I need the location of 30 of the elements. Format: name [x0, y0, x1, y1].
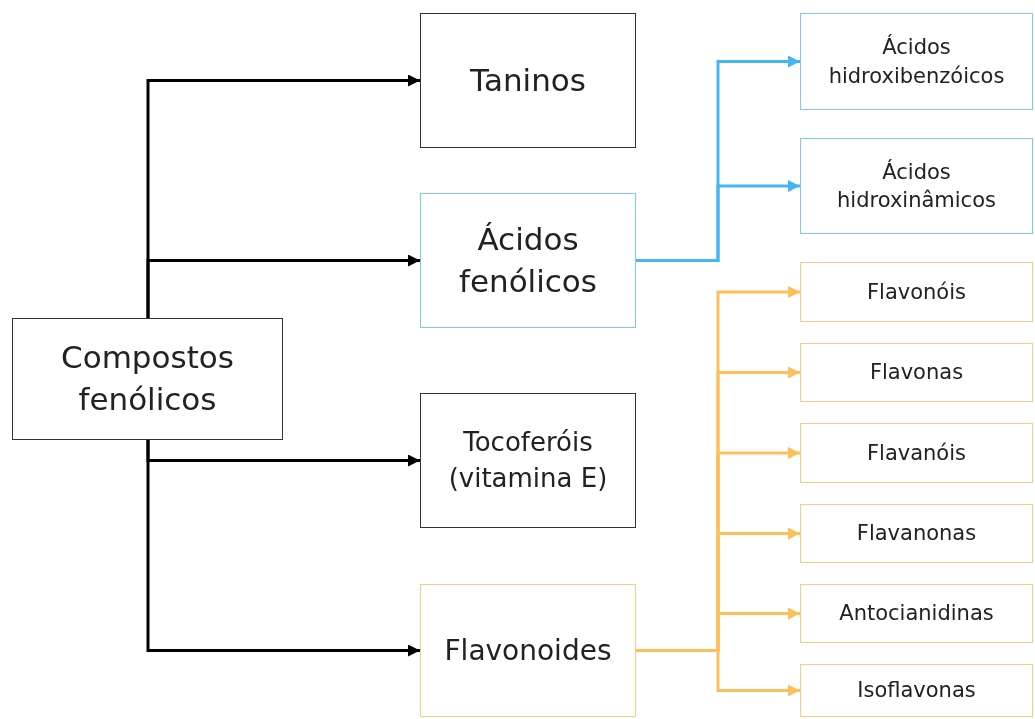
node-label: Flavonóis	[867, 278, 966, 306]
node-label: Ácidos fenólicos	[458, 219, 598, 301]
node-label: Isoflavonas	[857, 677, 976, 705]
category-box	[420, 13, 636, 148]
node-label: Compostos fenólicos	[60, 338, 235, 419]
node-label: Flavanonas	[856, 520, 977, 548]
arrow	[146, 440, 420, 657]
category-box	[420, 584, 636, 717]
node-label: Taninos	[470, 60, 586, 100]
category-box	[800, 343, 1033, 402]
node-label: Tocoferóis (vitamina E)	[447, 426, 609, 495]
node-label: Antocianidinas	[839, 600, 994, 628]
category-box	[800, 13, 1033, 110]
category-box	[420, 193, 636, 328]
category-box	[800, 664, 1033, 717]
category-box	[800, 504, 1033, 563]
node-label: Ácidos hidroxibenzóicos	[827, 33, 1006, 90]
node-label: Ácidos hidroxinâmicos	[836, 158, 997, 214]
arrow	[636, 180, 800, 262]
category-box	[800, 262, 1033, 322]
category-box	[800, 584, 1033, 643]
category-box	[420, 393, 636, 528]
root-box	[12, 318, 283, 440]
category-box	[800, 138, 1033, 234]
arrow	[146, 254, 420, 318]
category-box	[800, 423, 1033, 483]
node-label: Flavonoides	[444, 632, 612, 669]
node-label: Flavanóis	[867, 439, 966, 467]
arrow	[636, 649, 800, 697]
node-label: Flavonas	[869, 359, 964, 387]
